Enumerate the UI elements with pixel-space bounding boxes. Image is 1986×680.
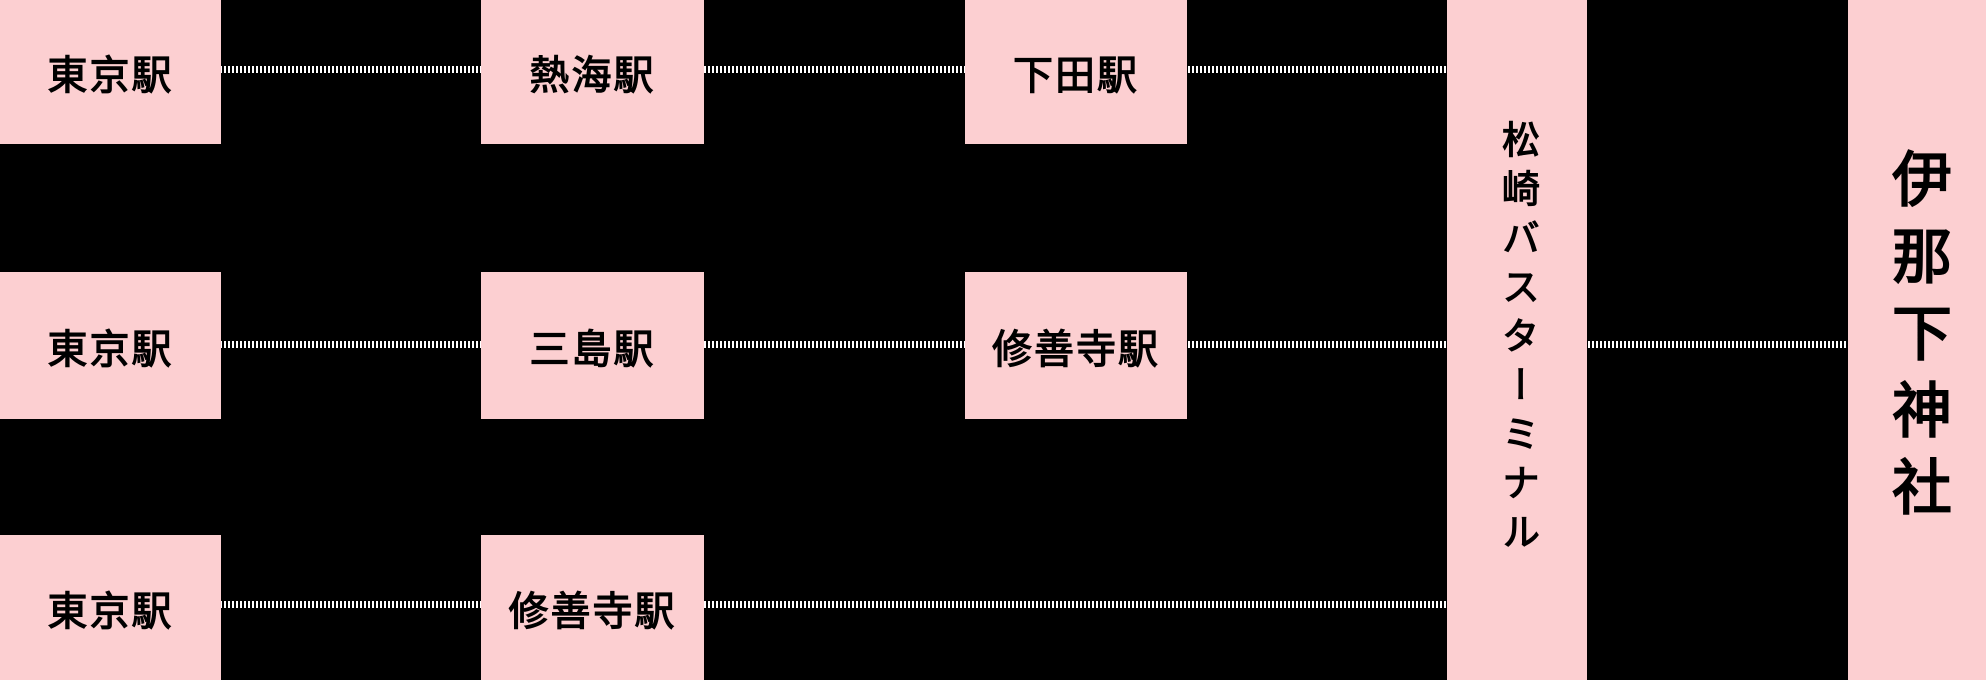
route-line-2	[0, 341, 1848, 348]
station-box-route1-shimoda: 下田駅	[965, 0, 1187, 144]
bus-terminal-label: 松崎バスターミナル	[1495, 119, 1538, 561]
station-box-route2-mishima: 三島駅	[481, 272, 704, 419]
route-line-1	[0, 66, 1447, 73]
station-label: 三島駅	[529, 327, 656, 372]
station-label: 東京駅	[47, 327, 174, 372]
station-label: 東京駅	[47, 589, 174, 634]
station-box-route1-tokyo: 東京駅	[0, 0, 221, 144]
destination-label: 伊那下神社	[1883, 147, 1951, 533]
station-label: 東京駅	[47, 54, 174, 98]
station-label: 修善寺駅	[992, 327, 1160, 372]
station-box-route2-tokyo: 東京駅	[0, 272, 221, 419]
station-box-route1-atami: 熱海駅	[481, 0, 704, 144]
bus-terminal-column: 松崎バスターミナル	[1447, 0, 1587, 680]
destination-column: 伊那下神社	[1848, 0, 1986, 680]
station-box-route3-tokyo: 東京駅	[0, 535, 221, 680]
station-box-route3-shuzenji: 修善寺駅	[481, 535, 704, 680]
station-label: 修善寺駅	[508, 589, 677, 634]
station-label: 下田駅	[1013, 54, 1139, 98]
station-box-route2-shuzenji: 修善寺駅	[965, 272, 1187, 419]
route-line-3	[0, 601, 1447, 608]
station-label: 熱海駅	[529, 54, 656, 98]
